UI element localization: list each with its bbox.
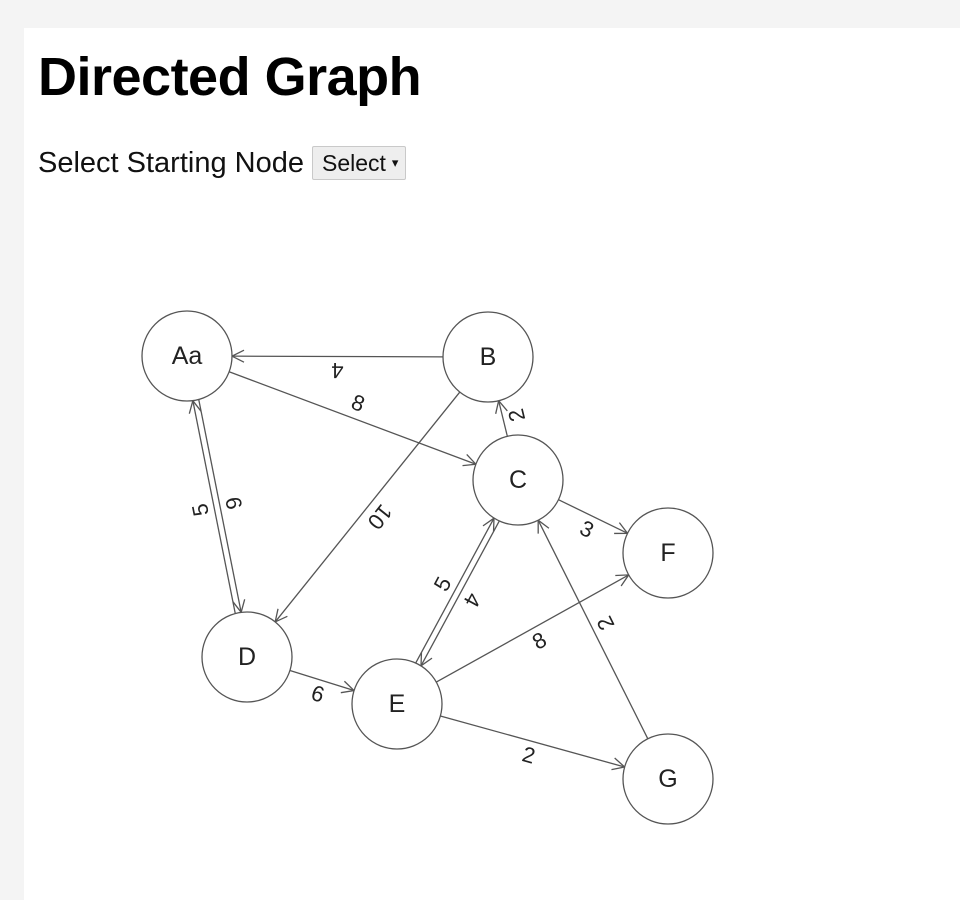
edge-line: [440, 715, 625, 768]
nodes: Aa B C D E F G: [141, 310, 714, 825]
edge-weight-label: 4: [459, 589, 487, 612]
edge-weight-label: 10: [363, 500, 398, 535]
edge-weight-label: 5: [187, 501, 214, 518]
graph-node-c[interactable]: C: [472, 434, 564, 526]
edge-line: [289, 669, 355, 692]
node-label: B: [480, 343, 497, 371]
edge-weight-label: 4: [331, 358, 343, 383]
edge-line: [231, 355, 444, 358]
edge-Aa-to-D: 6: [198, 399, 247, 614]
edge-line: [420, 520, 500, 667]
node-label: G: [658, 765, 677, 793]
edge-line: [415, 517, 495, 664]
edge-line: [228, 371, 477, 465]
node-label: E: [389, 690, 406, 718]
edge-C-to-B: 2: [495, 399, 530, 437]
edge-weight-label: 8: [348, 389, 368, 417]
edge-E-to-G: 2: [440, 715, 627, 771]
node-circle: [442, 311, 534, 403]
edge-weight-label: 2: [592, 612, 620, 634]
start-node-label: Select Starting Node: [38, 146, 304, 179]
page-title: Directed Graph: [38, 47, 422, 107]
edge-C-to-E: 4: [420, 520, 500, 668]
start-node-controls: Select Starting Node Select ▾: [38, 146, 407, 180]
graph-node-aa[interactable]: Aa: [141, 310, 233, 402]
edge-weight-label: 6: [308, 680, 327, 708]
start-node-select[interactable]: Select ▾: [311, 146, 407, 180]
graph-node-b[interactable]: B: [442, 311, 534, 403]
edge-line: [537, 519, 649, 740]
chevron-down-icon: ▾: [391, 155, 399, 170]
node-label: D: [238, 643, 256, 671]
edge-weight-label: 3: [576, 515, 598, 543]
edge-line: [498, 400, 508, 437]
edge-D-to-Aa: 5: [187, 399, 236, 614]
edge-weight-label: 2: [520, 741, 538, 768]
node-circle: [622, 733, 714, 825]
edge-line: [435, 574, 630, 683]
graph-node-g[interactable]: G: [622, 733, 714, 825]
node-circle: [201, 611, 293, 703]
edge-weight-label: 6: [220, 495, 247, 512]
graph-node-d[interactable]: D: [201, 611, 293, 703]
node-circle: [622, 507, 714, 599]
edge-C-to-F: 3: [558, 499, 629, 543]
edge-line: [558, 499, 628, 534]
edge-weight-label: 2: [503, 406, 530, 424]
edge-weight-label: 5: [429, 573, 457, 596]
node-circle: [351, 658, 443, 750]
edge-B-to-Aa: 4: [230, 349, 444, 383]
node-label: C: [509, 466, 527, 494]
edge-weight-label: 8: [528, 627, 551, 655]
node-label: Aa: [172, 342, 203, 370]
edge-line: [192, 400, 236, 614]
edge-line: [198, 399, 242, 613]
node-circle: [141, 310, 233, 402]
start-node-select-value: Select: [321, 149, 386, 176]
node-label: F: [660, 539, 675, 567]
edge-B-to-D: 10: [274, 391, 461, 624]
graph-node-f[interactable]: F: [622, 507, 714, 599]
edge-line: [274, 391, 461, 623]
edge-D-to-E: 6: [289, 669, 356, 708]
edge-E-to-C: 5: [415, 516, 495, 664]
graph-node-e[interactable]: E: [351, 658, 443, 750]
node-circle: [472, 434, 564, 526]
